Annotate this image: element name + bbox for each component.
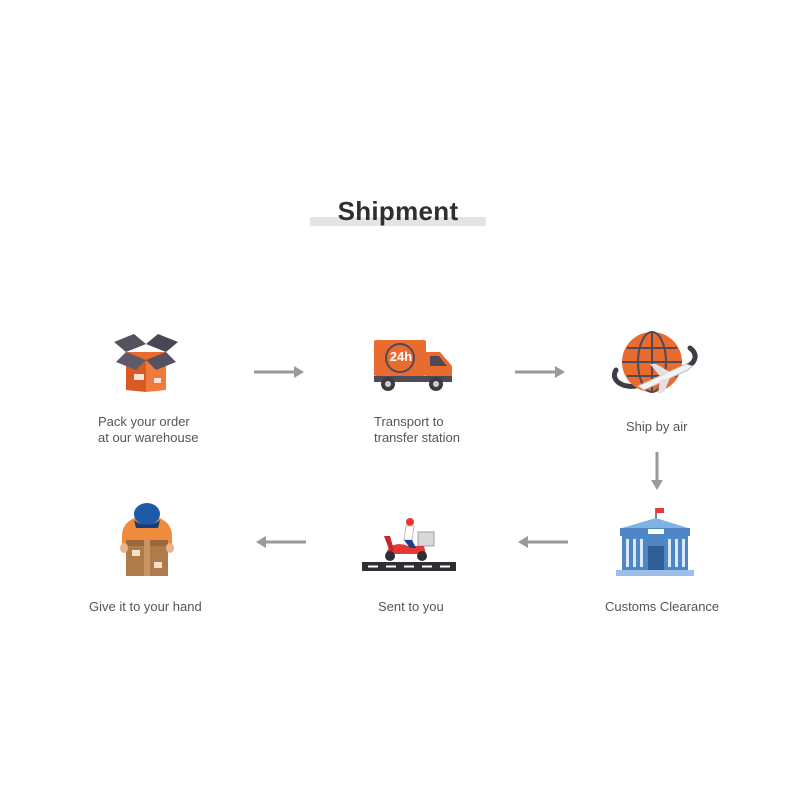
- arrow-right-icon: [254, 365, 306, 383]
- step-hand-label: Give it to your hand: [89, 599, 202, 614]
- step-pack-label: Pack your order at our warehouse: [98, 414, 199, 445]
- title-underline: [310, 217, 486, 226]
- arrow-left-icon: [254, 535, 306, 553]
- courier-with-package-icon: [114, 500, 180, 585]
- arrow-left-icon: [516, 535, 568, 553]
- globe-plane-icon: [608, 328, 700, 405]
- scooter-delivery-icon: [360, 514, 458, 581]
- step-sent-label: Sent to you: [378, 599, 444, 614]
- title-block: Shipment: [310, 196, 486, 228]
- box-icon: [108, 330, 184, 401]
- step-customs-label: Customs Clearance: [605, 599, 720, 614]
- step-transport-label: Transport to transfer station: [374, 414, 460, 445]
- arrow-down-icon: [651, 452, 663, 497]
- truck-24h-badge: 24h: [389, 349, 413, 364]
- step-air-label: Ship by air: [626, 419, 688, 434]
- customs-building-icon: [612, 506, 698, 583]
- truck-icon: [372, 336, 456, 399]
- arrow-right-icon: [515, 365, 567, 383]
- page-title: Shipment: [337, 196, 459, 226]
